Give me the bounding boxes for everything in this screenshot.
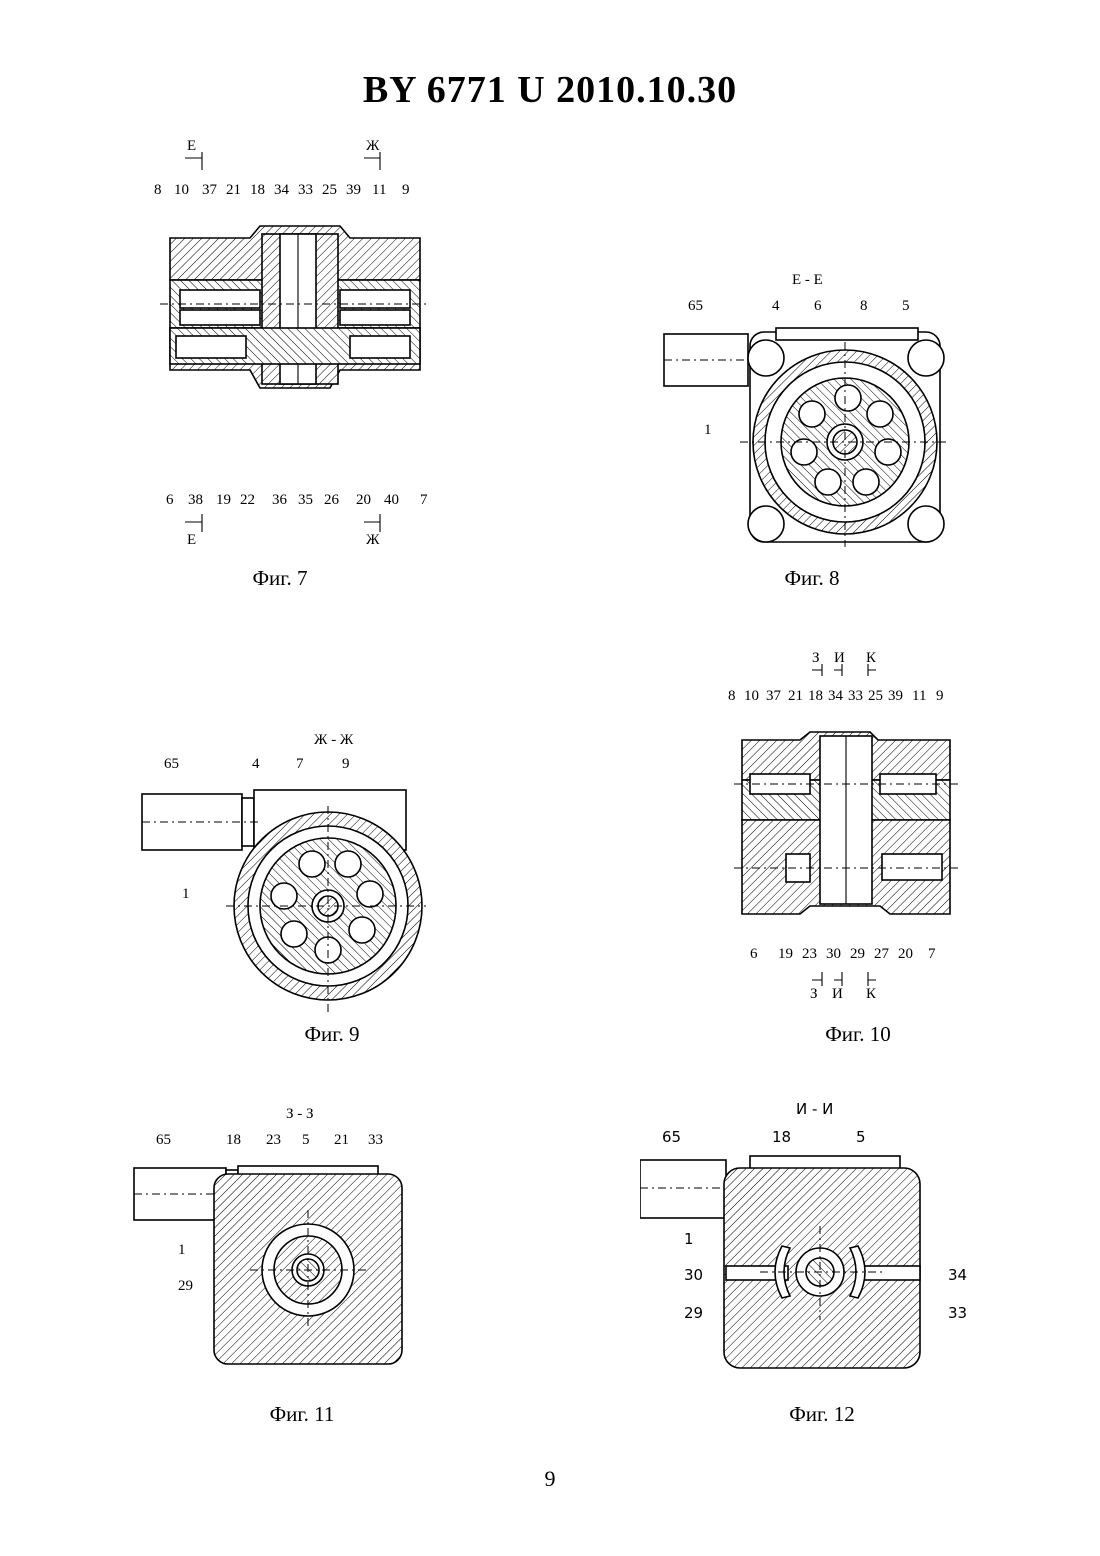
label: 18 xyxy=(772,1128,791,1146)
label: 39 xyxy=(888,688,903,704)
figure-9-caption: Фиг. 9 xyxy=(232,1022,432,1047)
label: 40 xyxy=(384,492,399,508)
label: 9 xyxy=(402,182,410,198)
label: 37 xyxy=(202,182,218,198)
figure-7-caption: Фиг. 7 xyxy=(180,566,380,591)
label: 29 xyxy=(850,946,865,962)
label: 6 xyxy=(750,946,758,962)
label: 7 xyxy=(420,492,428,508)
label: 38 xyxy=(188,492,203,508)
label: 34 xyxy=(948,1266,967,1284)
label: 23 xyxy=(266,1132,281,1148)
label: 5 xyxy=(302,1132,310,1148)
label: 33 xyxy=(298,182,313,198)
figure-8-caption: Фиг. 8 xyxy=(712,566,912,591)
figure-12-title: И - И xyxy=(796,1100,833,1118)
label: 1 xyxy=(704,422,712,438)
label: 23 xyxy=(802,946,817,962)
label: 20 xyxy=(898,946,913,962)
label: 5 xyxy=(856,1128,866,1146)
label: 19 xyxy=(778,946,793,962)
label: 7 xyxy=(296,756,304,772)
figure-10-caption: Фиг. 10 xyxy=(758,1022,958,1047)
label: 27 xyxy=(874,946,890,962)
figure-7-bottom-labels: 6 38 19 22 36 35 26 20 40 7 xyxy=(166,492,428,508)
label: 30 xyxy=(684,1266,703,1284)
label: 33 xyxy=(848,688,863,704)
figure-11-title: З - З xyxy=(286,1106,314,1122)
label: 1 xyxy=(182,886,190,902)
figure-11-drawing: З - З 65 18 23 5 21 33 1 29 xyxy=(130,1100,420,1380)
section-mark-i-top: И xyxy=(834,650,845,666)
section-mark-z-bottom: З xyxy=(810,986,818,1002)
label: 19 xyxy=(216,492,231,508)
label: 6 xyxy=(814,298,822,314)
figure-9-drawing: Ж - Ж 65 4 7 9 1 xyxy=(130,726,430,1016)
figure-7-drawing: Е Ж 8 10 37 21 18 34 33 25 39 11 9 6 38 … xyxy=(140,130,450,550)
figure-10-bottom-labels: 6 19 23 30 29 27 20 7 xyxy=(750,946,936,962)
label: 1 xyxy=(684,1230,694,1248)
figure-12-drawing: И - И 65 18 5 1 30 29 34 33 xyxy=(640,1096,980,1386)
page-number: 9 xyxy=(0,1466,1100,1492)
figure-8-drawing: Е - Е 65 4 6 8 5 1 xyxy=(640,262,960,552)
label: 6 xyxy=(166,492,174,508)
label: 37 xyxy=(766,688,782,704)
label: 30 xyxy=(826,946,841,962)
label: 33 xyxy=(948,1304,967,1322)
section-mark-z-top: З xyxy=(812,650,820,666)
label: 4 xyxy=(252,756,260,772)
label: 29 xyxy=(178,1278,193,1294)
label: 36 xyxy=(272,492,288,508)
label: 11 xyxy=(912,688,926,704)
label: 25 xyxy=(868,688,883,704)
label: 9 xyxy=(342,756,350,772)
label: 11 xyxy=(372,182,386,198)
document-header: BY 6771 U 2010.10.30 xyxy=(0,68,1100,112)
label: 21 xyxy=(334,1132,349,1148)
label: 39 xyxy=(346,182,361,198)
figure-12-caption: Фиг. 12 xyxy=(722,1402,922,1427)
label: 65 xyxy=(688,298,703,314)
figure-8-title: Е - Е xyxy=(792,272,823,288)
label: 18 xyxy=(808,688,823,704)
label: 8 xyxy=(154,182,162,198)
label: 18 xyxy=(226,1132,241,1148)
label: 65 xyxy=(164,756,179,772)
figure-11-caption: Фиг. 11 xyxy=(202,1402,402,1427)
label: 10 xyxy=(744,688,759,704)
label: 21 xyxy=(788,688,803,704)
label: 26 xyxy=(324,492,340,508)
figure-7-top-labels: 8 10 37 21 18 34 33 25 39 11 9 xyxy=(154,182,410,198)
section-mark-k-bottom: К xyxy=(866,986,877,1002)
figure-10-top-labels: 8 10 37 21 18 34 33 25 39 11 9 xyxy=(728,688,944,704)
label: 1 xyxy=(178,1242,186,1258)
label: 5 xyxy=(902,298,910,314)
label: 35 xyxy=(298,492,313,508)
label: 22 xyxy=(240,492,255,508)
label: 34 xyxy=(828,688,844,704)
label: 20 xyxy=(356,492,371,508)
section-mark-e-top: Е xyxy=(187,138,196,154)
section-mark-i-bottom: И xyxy=(832,986,843,1002)
figure-10-drawing: З И К 8 10 37 21 18 34 33 25 39 11 9 6 1… xyxy=(720,644,970,1008)
label: 34 xyxy=(274,182,290,198)
section-mark-zh-bottom: Ж xyxy=(366,532,380,548)
label: 21 xyxy=(226,182,241,198)
label: 9 xyxy=(936,688,944,704)
label: 29 xyxy=(684,1304,703,1322)
figure-9-title: Ж - Ж xyxy=(314,732,354,748)
section-mark-e-bottom: Е xyxy=(187,532,196,548)
label: 65 xyxy=(662,1128,681,1146)
label: 7 xyxy=(928,946,936,962)
label: 25 xyxy=(322,182,337,198)
section-mark-k-top: К xyxy=(866,650,877,666)
section-mark-zh-top: Ж xyxy=(366,138,380,154)
label: 10 xyxy=(174,182,189,198)
label: 8 xyxy=(728,688,736,704)
label: 8 xyxy=(860,298,868,314)
label: 18 xyxy=(250,182,265,198)
label: 4 xyxy=(772,298,780,314)
label: 65 xyxy=(156,1132,171,1148)
label: 33 xyxy=(368,1132,383,1148)
